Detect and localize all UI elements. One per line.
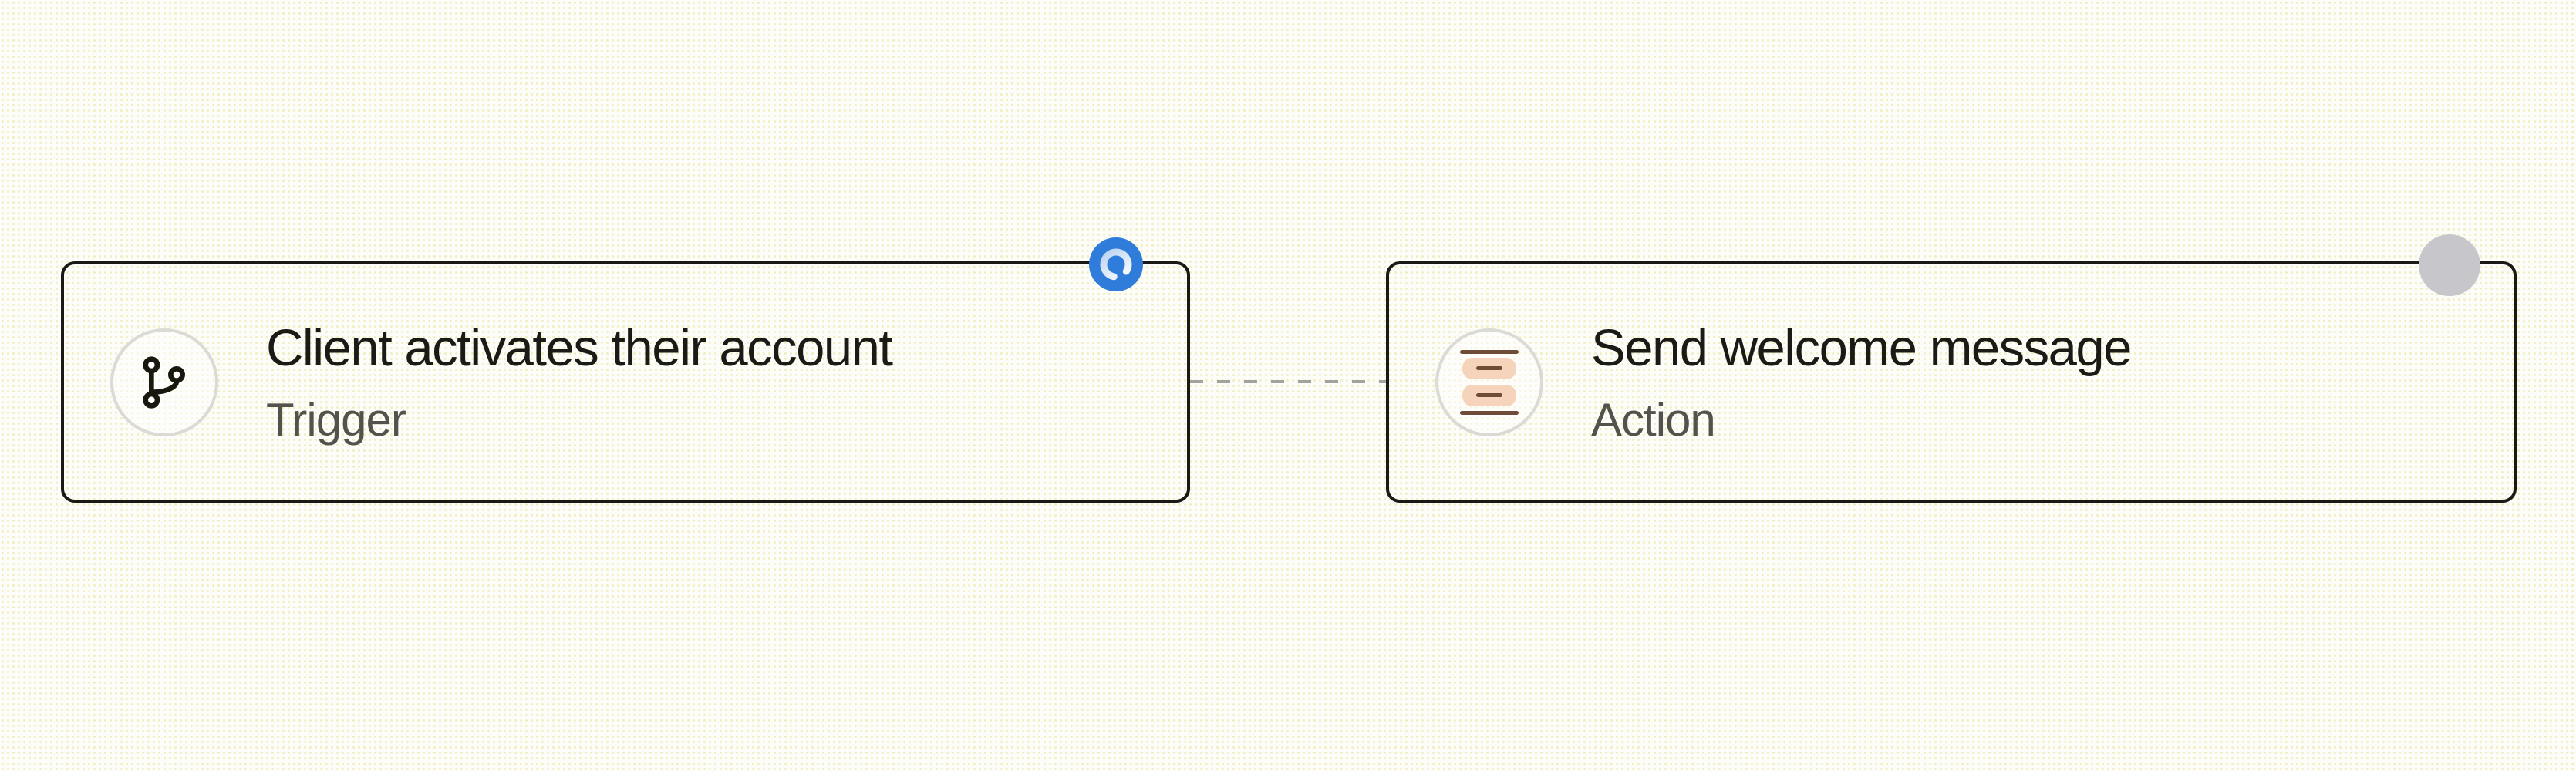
messages-icon-bottom-line [1460, 410, 1519, 415]
node-subtitle: Trigger [266, 393, 406, 446]
node-title: Client activates their account [266, 318, 893, 377]
spinner-icon [1100, 248, 1132, 281]
node-subtitle: Action [1591, 393, 1716, 446]
git-branch-icon [143, 355, 185, 409]
node-trigger[interactable]: Client activates their account Trigger [61, 237, 1190, 503]
action-icon-circle [1435, 328, 1543, 436]
messages-icon-top-line [1460, 349, 1519, 354]
connection-handle[interactable] [2419, 234, 2480, 296]
message-bubble [1462, 357, 1516, 379]
node-text-block: Client activates their account Trigger [266, 318, 893, 446]
node-action[interactable]: Send welcome message Action [1386, 234, 2517, 503]
message-bubble [1462, 384, 1516, 406]
edge-connector[interactable] [1190, 380, 1386, 383]
trigger-icon-circle [110, 328, 218, 436]
node-title: Send welcome message [1591, 318, 2132, 377]
active-connection-handle[interactable] [1089, 237, 1143, 291]
messages-icon [1460, 349, 1519, 415]
node-text-block: Send welcome message Action [1591, 318, 2132, 446]
message-dash [1476, 366, 1502, 370]
message-dash [1476, 393, 1502, 397]
